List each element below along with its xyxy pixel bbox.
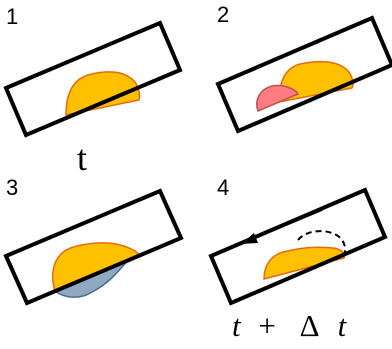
time-label-t-plus-delta-t: t + Δ t: [232, 310, 346, 341]
panel-1: [3, 20, 183, 138]
panel-3: [3, 188, 184, 306]
drop-4: [263, 246, 346, 280]
panel-number-2: 2: [217, 2, 230, 27]
panel-number-3: 3: [6, 175, 19, 200]
red-drop-2: [256, 84, 300, 112]
drop-3: [52, 242, 140, 293]
time-var-dt: t: [337, 308, 347, 343]
frame-1: [3, 20, 183, 138]
time-var-t: t: [232, 308, 241, 343]
plus-sign: +: [258, 308, 276, 343]
frame-3: [3, 188, 184, 306]
panel-2: [215, 15, 392, 134]
time-label-t: t: [77, 138, 88, 178]
panel-number-4: 4: [217, 175, 230, 200]
delta-symbol: Δ: [299, 308, 318, 343]
drop-1: [65, 71, 141, 116]
dashed-previous-outline-4: [297, 230, 347, 257]
panel-4: [208, 187, 388, 306]
frame-4: [208, 187, 388, 306]
frame-2: [215, 15, 392, 134]
panel-number-1: 1: [6, 4, 19, 29]
